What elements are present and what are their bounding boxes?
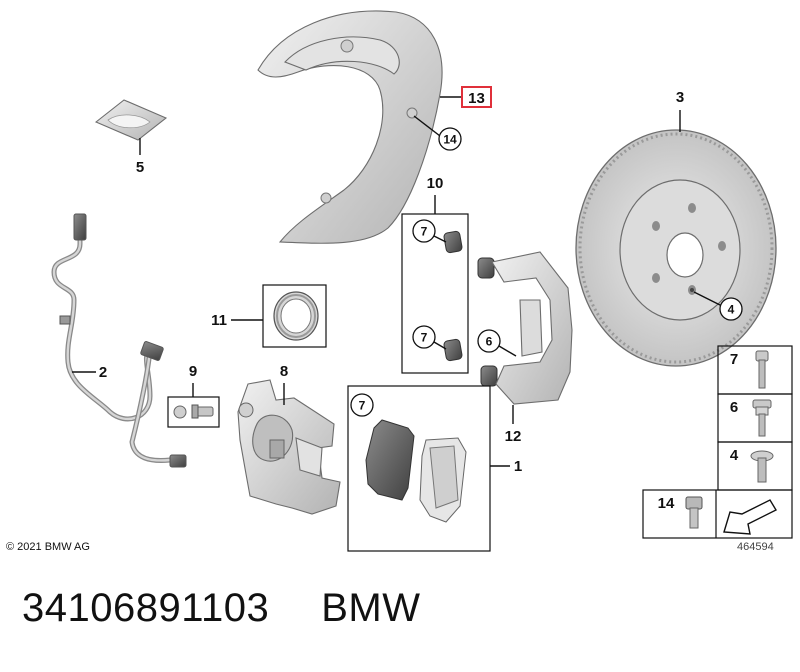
legend-label-7: 7 — [730, 351, 738, 368]
svg-text:1: 1 — [514, 458, 522, 475]
caliper-carrier — [477, 251, 573, 405]
fastener-legend: 7 6 4 14 — [642, 345, 793, 539]
svg-text:7: 7 — [421, 331, 428, 345]
svg-text:8: 8 — [280, 363, 288, 380]
copyright-notice: © 2021 BMW AG — [6, 541, 90, 553]
part-label-1[interactable]: 1 — [490, 458, 522, 475]
brake-pad-set-box — [347, 385, 491, 552]
pin-set-box — [401, 213, 469, 374]
svg-text:13: 13 — [468, 90, 485, 107]
legend-label-6: 6 — [730, 399, 738, 416]
part-label-11[interactable]: 11 — [211, 312, 263, 329]
part-label-14-shield[interactable]: 14 — [413, 115, 462, 151]
brand-name: BMW — [321, 586, 421, 630]
part-label-13[interactable]: 13 — [440, 86, 492, 108]
part-label-6-carrier[interactable]: 6 — [477, 329, 517, 357]
part-label-8[interactable]: 8 — [280, 363, 288, 405]
svg-text:11: 11 — [211, 312, 227, 329]
brake-disc — [575, 129, 777, 367]
svg-text:7: 7 — [421, 225, 428, 239]
svg-text:6: 6 — [486, 335, 493, 349]
svg-text:9: 9 — [189, 363, 197, 380]
part-label-3[interactable]: 3 — [676, 89, 684, 132]
legend-label-4: 4 — [730, 447, 739, 464]
part-label-10[interactable]: 10 — [427, 175, 444, 214]
part-label-7-pads[interactable]: 7 — [350, 393, 374, 417]
svg-text:2: 2 — [99, 364, 107, 381]
svg-text:10: 10 — [427, 175, 444, 192]
part-label-7-upper[interactable]: 7 — [412, 219, 447, 243]
brake-shield — [257, 10, 443, 244]
wear-sensor — [51, 213, 187, 468]
part-label-7-lower[interactable]: 7 — [412, 325, 447, 350]
svg-text:3: 3 — [676, 89, 684, 106]
svg-text:5: 5 — [136, 159, 144, 176]
svg-text:7: 7 — [359, 399, 366, 413]
highlight-box — [461, 86, 492, 108]
legend-label-14: 14 — [658, 495, 675, 512]
brake-caliper — [237, 379, 341, 515]
part-label-5[interactable]: 5 — [136, 138, 144, 176]
footer: 34106891103 BMW — [22, 586, 421, 631]
part-label-2[interactable]: 2 — [72, 364, 107, 381]
bellows-kit-box — [262, 284, 327, 348]
bleeder-box — [167, 396, 220, 428]
part-label-12[interactable]: 12 — [505, 405, 522, 445]
grease-packet — [94, 99, 168, 141]
svg-text:14: 14 — [443, 133, 457, 147]
part-label-4-disc[interactable]: 4 — [693, 291, 743, 321]
image-number: 464594 — [737, 541, 774, 553]
svg-text:4: 4 — [728, 303, 735, 317]
svg-text:12: 12 — [505, 428, 522, 445]
part-label-9[interactable]: 9 — [189, 363, 197, 397]
part-number: 34106891103 — [22, 586, 270, 630]
